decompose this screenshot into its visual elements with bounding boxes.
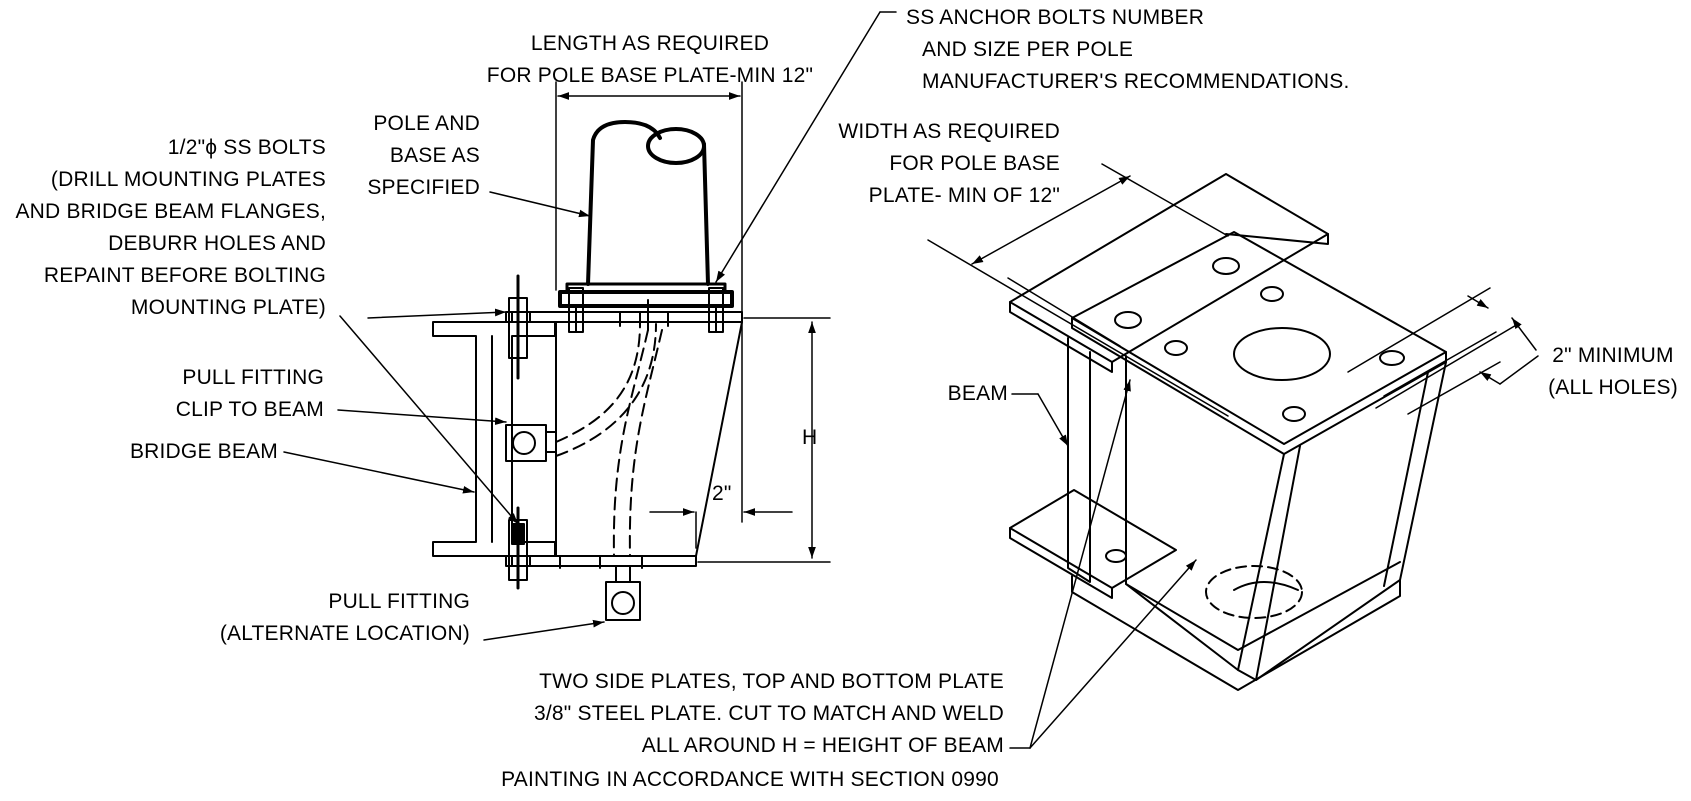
top-mounting-plate — [511, 311, 743, 323]
iso-bottom-plate — [1125, 561, 1401, 651]
height-dim-label: H — [802, 422, 817, 454]
plates-note-line-1: TWO SIDE PLATES, TOP AND BOTTOM PLATE — [539, 670, 1004, 693]
width-label: WIDTH AS REQUIRED FOR POLE BASE PLATE- M… — [780, 116, 1060, 212]
width-label-line-2: FOR POLE BASE — [889, 152, 1060, 175]
height-dim-text: H — [802, 426, 818, 449]
side-leaders — [283, 11, 897, 641]
anchor-bolts-label: SS ANCHOR BOLTS NUMBER AND SIZE PER POLE… — [906, 2, 1350, 98]
painting-note: PAINTING IN ACCORDANCE WITH SECTION 0990 — [470, 764, 1030, 796]
pole-label-line-2: BASE AS — [389, 144, 480, 167]
side-plate-edge — [695, 321, 743, 557]
minimum-line-2: (ALL HOLES) — [1548, 376, 1678, 399]
ss-bolts-label: 1/2"ϕ SS BOLTS (DRILL MOUNTING PLATES AN… — [0, 132, 326, 324]
ss-bolts-line-6: MOUNTING PLATE) — [130, 296, 326, 319]
ss-bolts-line-5: REPAINT BEFORE BOLTING — [43, 264, 326, 287]
width-label-line-1: WIDTH AS REQUIRED — [838, 120, 1060, 143]
width-dimension — [971, 175, 1131, 265]
minimum-label: 2" MINIMUM (ALL HOLES) — [1538, 340, 1688, 404]
pull-fitting-alt-line-1: PULL FITTING — [328, 590, 470, 613]
large-conduit-hole — [1233, 327, 1331, 381]
ss-bolts-line-4: DEBURR HOLES AND — [108, 232, 326, 255]
side-dimensions — [557, 92, 816, 559]
pole-label: POLE AND BASE AS SPECIFIED — [340, 108, 480, 204]
pull-fitting-clip-line-2: CLIP TO BEAM — [175, 398, 324, 421]
pole-top — [646, 127, 706, 165]
minimum-line-1: 2" MINIMUM — [1552, 344, 1674, 367]
iso-side-plate — [1237, 445, 1301, 681]
bridge-beam-text: BRIDGE BEAM — [129, 440, 278, 463]
anchor-bolts-line-2: AND SIZE PER POLE — [922, 38, 1134, 61]
beam-bottom-flange — [1009, 489, 1177, 589]
ss-bolts-line-1: 1/2"ϕ SS BOLTS — [167, 136, 326, 159]
pole-label-line-3: SPECIFIED — [367, 176, 480, 199]
bridge-beam-label: BRIDGE BEAM — [60, 436, 278, 468]
pull-fitting-alternate — [605, 581, 641, 621]
iso-dimensions — [927, 163, 1539, 749]
anchor-bolts-line-1: SS ANCHOR BOLTS NUMBER — [906, 6, 1205, 29]
pull-fitting-alt-label: PULL FITTING (ALTERNATE LOCATION) — [160, 586, 470, 650]
pole-body — [586, 120, 662, 286]
bottom-mounting-plate — [511, 555, 697, 567]
pull-fitting-clip-line-1: PULL FITTING — [182, 366, 324, 389]
i-beam-outline — [432, 321, 556, 557]
length-label-line-2: FOR POLE BASE PLATE-MIN 12" — [486, 64, 814, 87]
beam-text: BEAM — [947, 382, 1008, 405]
two-inch-dim-text: 2" — [712, 482, 732, 505]
width-label-line-3: PLATE- MIN OF 12" — [868, 184, 1060, 207]
iso-top-plate — [1071, 231, 1447, 445]
pole-label-line-1: POLE AND — [373, 112, 480, 135]
beam-web — [1067, 337, 1091, 583]
conduit-dashed — [555, 323, 641, 443]
beam-label: BEAM — [900, 378, 1008, 410]
painting-note-text: PAINTING IN ACCORDANCE WITH SECTION 0990 — [501, 768, 999, 791]
plates-note-line-3: ALL AROUND H = HEIGHT OF BEAM — [641, 734, 1004, 757]
side-elevation — [432, 81, 831, 621]
length-label-line-1: LENGTH AS REQUIRED — [530, 32, 770, 55]
pole-base-plate — [558, 290, 734, 308]
plates-note: TWO SIDE PLATES, TOP AND BOTTOM PLATE 3/… — [440, 666, 1004, 762]
ss-bolts-line-3: AND BRIDGE BEAM FLANGES, — [15, 200, 326, 223]
anchor-bolts-line-3: MANUFACTURER'S RECOMMENDATIONS. — [922, 70, 1350, 93]
isometric-view — [1009, 173, 1447, 691]
pull-fitting-clip-label: PULL FITTING CLIP TO BEAM — [100, 362, 324, 426]
pull-fitting-alt-line-2: (ALTERNATE LOCATION) — [219, 622, 470, 645]
length-label: LENGTH AS REQUIRED FOR POLE BASE PLATE-M… — [470, 28, 830, 92]
two-inch-dim-label: 2" — [712, 478, 732, 510]
ss-bolts-line-2: (DRILL MOUNTING PLATES — [50, 168, 326, 191]
plates-note-line-2: 3/8" STEEL PLATE. CUT TO MATCH AND WELD — [534, 702, 1004, 725]
